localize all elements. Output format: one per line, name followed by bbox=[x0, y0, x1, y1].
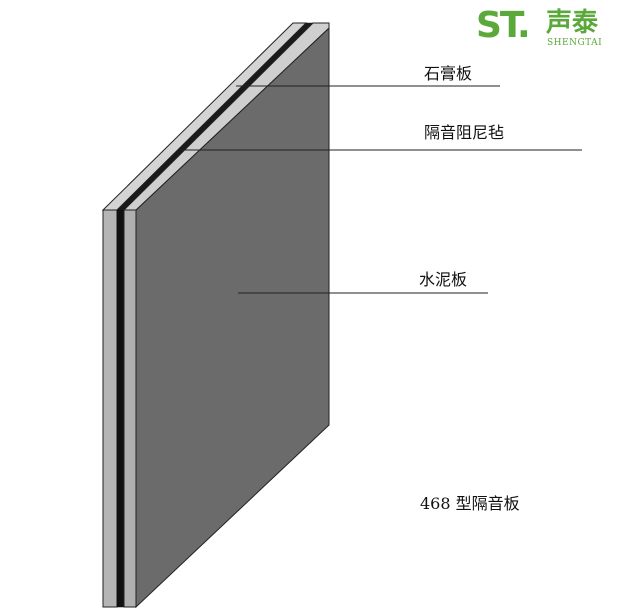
product-name-label: 468 型隔音板 bbox=[420, 494, 520, 513]
logo-mark: ST. bbox=[476, 5, 531, 46]
gypsum-board-side bbox=[102, 209, 118, 608]
cement-board-side bbox=[123, 209, 137, 608]
cement-board-label: 水泥板 bbox=[419, 270, 468, 289]
damping-felt-label: 隔音阻尼毡 bbox=[424, 123, 505, 142]
damping-felt-side bbox=[116, 209, 125, 608]
gypsum-board-label: 石膏板 bbox=[424, 64, 473, 83]
logo-brand-cn: 声泰 bbox=[546, 8, 599, 38]
brand-logo: ST. 声泰 SHENGTAI bbox=[476, 6, 621, 52]
logo-brand-en: SHENGTAI bbox=[547, 38, 603, 48]
